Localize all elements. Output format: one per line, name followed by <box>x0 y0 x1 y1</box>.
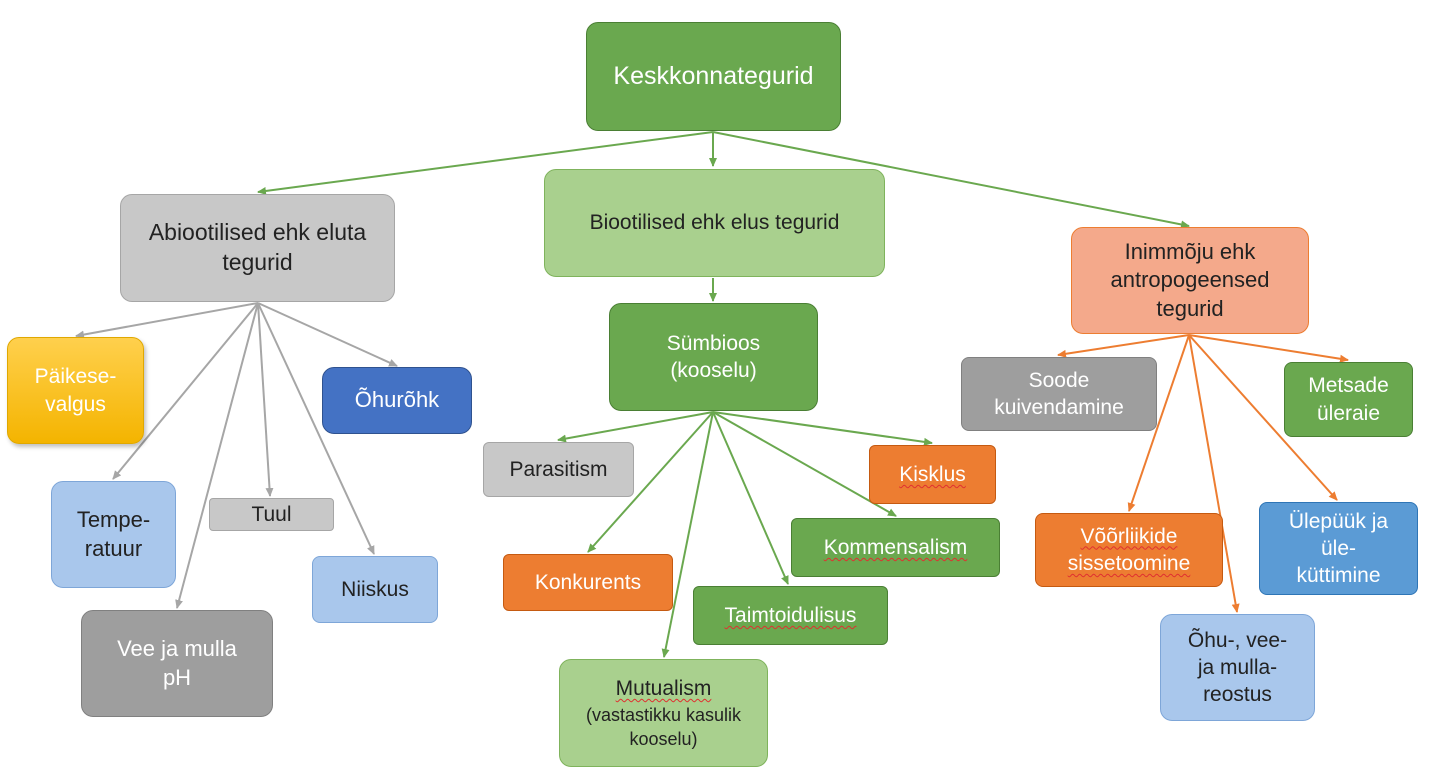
drainage-label: Soode kuivendamine <box>994 368 1124 419</box>
competition-label: Konkurents <box>534 570 642 594</box>
edge-anthro-alien <box>1127 334 1190 512</box>
edge-symbiosis-competition <box>587 411 714 553</box>
symbiosis-node: Sümbioos (kooselu) <box>609 303 818 411</box>
parasitism-node: Parasitism <box>483 442 634 497</box>
pressure-label: Õhurõhk <box>354 387 440 413</box>
wind-node: Tuul <box>209 498 334 531</box>
edge-anthro-forest <box>1188 334 1349 363</box>
alien-label: Võõrliikide sissetoomine <box>1067 524 1191 575</box>
sun-label: Päikese-valgus <box>34 365 117 416</box>
edge-symbiosis-parasitism <box>557 411 714 443</box>
overfishing-label: Ülepüük ja üle-küttimine <box>1288 509 1389 588</box>
edge-symbiosis-commensalism <box>712 411 897 517</box>
humidity-label: Niiskus <box>341 577 409 601</box>
herbivory-label: Taimtoidulisus <box>724 603 857 627</box>
edge-abiotic-ph <box>175 302 259 609</box>
predation-node: Kisklus <box>869 445 996 504</box>
edge-symbiosis-predation <box>712 411 933 446</box>
edge-abiotic-sun <box>75 302 259 339</box>
drainage-node: Soode kuivendamine <box>961 357 1157 431</box>
ph-node: Vee ja mulla pH <box>81 610 273 717</box>
pollution-label: Õhu-, vee- ja mulla-reostus <box>1187 628 1288 707</box>
mutualism-node: Mutualism (vastastikku kasulik kooselu) <box>559 659 768 767</box>
edge-anthro-drainage <box>1057 334 1190 358</box>
ph-label: Vee ja mulla pH <box>117 635 237 690</box>
forest-node: Metsade üleraie <box>1284 362 1413 437</box>
commensalism-node: Kommensalism <box>791 518 1000 577</box>
edge-abiotic-temperature <box>112 302 259 480</box>
alien-node: Võõrliikide sissetoomine <box>1035 513 1223 587</box>
root-label: Keskkonnategurid <box>613 62 814 91</box>
mutualism-note: (vastastikku kasulik kooselu) <box>585 705 742 749</box>
competition-node: Konkurents <box>503 554 673 611</box>
herbivory-node: Taimtoidulisus <box>693 586 888 645</box>
mutualism-title: Mutualism <box>615 676 712 700</box>
edge-symbiosis-herbivory <box>712 411 789 585</box>
temperature-node: Tempe-ratuur <box>51 481 176 588</box>
temperature-label: Tempe-ratuur <box>76 506 151 561</box>
edge-symbiosis-mutualism <box>661 411 714 658</box>
biotic-node: Biootilised ehk elus tegurid <box>544 169 885 277</box>
edge-anthro-pollution <box>1188 334 1240 613</box>
forest-label: Metsade üleraie <box>1308 374 1389 425</box>
root-node: Keskkonnategurid <box>586 22 841 131</box>
humidity-node: Niiskus <box>312 556 438 623</box>
overfishing-node: Ülepüük ja üle-küttimine <box>1259 502 1418 595</box>
predation-label: Kisklus <box>899 462 966 486</box>
pressure-node: Õhurõhk <box>322 367 472 434</box>
anthropogenic-node: Inimmõju ehk antropogeensed tegurid <box>1071 227 1309 334</box>
pollution-node: Õhu-, vee- ja mulla-reostus <box>1160 614 1315 721</box>
wind-label: Tuul <box>251 502 292 526</box>
abiotic-node: Abiootilised ehk eluta tegurid <box>120 194 395 302</box>
edge-root-anthropogenic <box>712 131 1190 229</box>
abiotic-label: Abiootilised ehk eluta tegurid <box>148 219 367 275</box>
biotic-label: Biootilised ehk elus tegurid <box>589 211 840 235</box>
sun-node: Päikese-valgus <box>7 337 144 444</box>
edge-abiotic-pressure <box>257 302 398 367</box>
edge-abiotic-wind <box>257 302 274 497</box>
commensalism-label: Kommensalism <box>823 535 968 559</box>
symbiosis-label: Sümbioos (kooselu) <box>666 331 761 382</box>
anthropogenic-label: Inimmõju ehk antropogeensed tegurid <box>1110 238 1270 321</box>
edge-root-abiotic <box>257 131 714 195</box>
edge-abiotic-humidity <box>257 302 375 555</box>
parasitism-label: Parasitism <box>509 457 608 481</box>
edge-anthro-overfishing <box>1188 334 1338 501</box>
